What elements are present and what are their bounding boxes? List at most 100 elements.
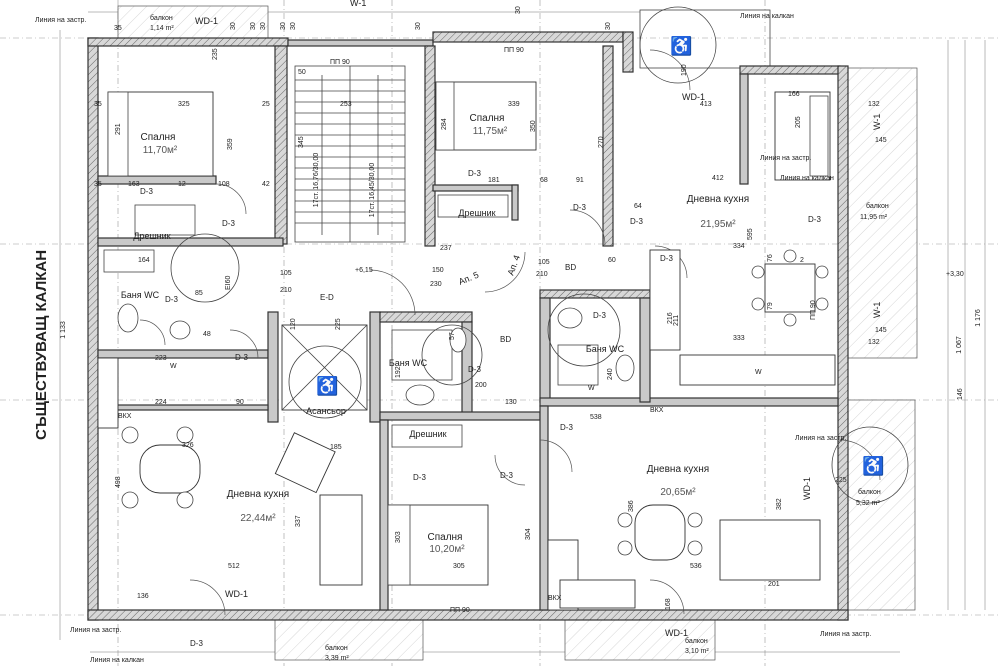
balconies (117, 5, 918, 661)
svg-text:30: 30 (605, 22, 612, 30)
svg-text:W-1: W-1 (872, 302, 882, 318)
svg-text:30: 30 (290, 22, 297, 30)
svg-text:балкон: балкон (325, 644, 348, 652)
svg-text:185: 185 (330, 444, 342, 451)
element-tags: D-3 D-3 D-3 D-3 D-3 D-3 D-3 D-3 D-3 D-3 … (35, 0, 882, 664)
room-name: Спалня (141, 132, 176, 143)
svg-text:W: W (588, 385, 595, 392)
svg-text:1 133: 1 133 (60, 321, 67, 339)
svg-text:210: 210 (280, 287, 292, 294)
svg-text:337: 337 (295, 515, 302, 527)
svg-text:WD-1: WD-1 (195, 16, 218, 26)
svg-text:30: 30 (280, 22, 287, 30)
svg-text:30: 30 (260, 22, 267, 30)
svg-text:216: 216 (667, 312, 674, 324)
svg-text:WD-1: WD-1 (225, 589, 248, 599)
svg-text:163: 163 (128, 181, 140, 188)
room-name: Дневна кухня (687, 194, 749, 205)
svg-text:Линия на застр.: Линия на застр. (795, 435, 846, 442)
svg-text:Ап. 5: Ап. 5 (457, 270, 480, 287)
svg-text:W: W (170, 363, 177, 370)
svg-text:D-3: D-3 (190, 639, 203, 648)
svg-text:512: 512 (228, 563, 240, 570)
room-area: 10,20м² (429, 544, 465, 555)
svg-text:334: 334 (733, 243, 745, 250)
svg-text:25: 25 (262, 101, 270, 108)
svg-text:D-3: D-3 (222, 219, 235, 228)
svg-text:EI60: EI60 (225, 275, 232, 290)
svg-text:42: 42 (262, 181, 270, 188)
svg-text:145: 145 (875, 327, 887, 334)
svg-text:270: 270 (598, 136, 605, 148)
svg-text:240: 240 (607, 368, 614, 380)
svg-text:1,14 m²: 1,14 m² (150, 25, 174, 32)
svg-text:68: 68 (540, 177, 548, 184)
svg-text:BD: BD (565, 263, 576, 272)
svg-text:150: 150 (432, 267, 444, 274)
svg-text:Линия на застр.: Линия на застр. (820, 631, 871, 638)
svg-text:W-1: W-1 (350, 0, 366, 8)
svg-text:D-3: D-3 (468, 365, 481, 374)
sofa-bottom-right (719, 519, 821, 581)
elevator-shaft (281, 324, 368, 411)
kitchen-top-right (649, 249, 681, 351)
svg-text:132: 132 (868, 339, 880, 346)
svg-text:230: 230 (430, 281, 442, 288)
svg-text:2: 2 (800, 257, 804, 264)
svg-text:595: 595 (747, 228, 754, 240)
svg-text:91: 91 (576, 177, 584, 184)
balcony-top-left (117, 5, 269, 39)
svg-text:30: 30 (415, 22, 422, 30)
dining-table-right (764, 263, 816, 313)
svg-text:48: 48 (203, 331, 211, 338)
staircase (294, 65, 406, 243)
svg-text:Линия на застр.: Линия на застр. (70, 627, 121, 634)
svg-text:D-3: D-3 (808, 215, 821, 224)
svg-text:350: 350 (530, 120, 537, 132)
existing-wall-label: СЪЩЕСТВУВАЩ КАЛКАН (33, 250, 50, 440)
svg-text:225: 225 (835, 477, 847, 484)
svg-text:ВКХ: ВКХ (118, 413, 132, 420)
svg-text:D-3: D-3 (140, 187, 153, 196)
room-name: Баня WC (121, 290, 160, 300)
svg-text:536: 536 (690, 563, 702, 570)
room-name: Спалня (428, 532, 463, 543)
svg-text:30: 30 (515, 6, 522, 14)
room-name: Дневна кухня (227, 489, 289, 500)
svg-text:284: 284 (441, 118, 448, 130)
svg-text:325: 325 (178, 101, 190, 108)
svg-text:D-3: D-3 (165, 295, 178, 304)
svg-text:64: 64 (634, 203, 642, 210)
svg-text:200: 200 (475, 382, 487, 389)
wheelchair-icon: ♿ (862, 455, 884, 476)
svg-text:ПП 90: ПП 90 (810, 300, 817, 320)
svg-text:35: 35 (114, 25, 122, 32)
room-name: Дрешник (133, 231, 170, 241)
svg-text:412: 412 (712, 175, 724, 182)
svg-text:223: 223 (155, 355, 167, 362)
svg-text:181: 181 (488, 177, 500, 184)
walls (87, 31, 849, 621)
room-name: Асансьор (306, 406, 346, 416)
svg-text:ПП 90: ПП 90 (504, 47, 524, 54)
room-name: Дрешник (409, 429, 446, 439)
room-area: 22,44м² (240, 513, 276, 524)
balcony-labels: балкон 1,14 m² балкон 11,95 m² балкон 5,… (150, 14, 889, 662)
svg-text:W: W (755, 369, 762, 376)
svg-text:35: 35 (94, 181, 102, 188)
svg-text:D-3: D-3 (560, 423, 573, 432)
furniture (97, 81, 836, 611)
kitchen-bottom-center (559, 579, 636, 609)
svg-text:30: 30 (230, 22, 237, 30)
svg-text:333: 333 (733, 335, 745, 342)
balcony-right-top (844, 67, 918, 359)
svg-text:WD-1: WD-1 (665, 628, 688, 638)
room-area: 20,65м² (660, 487, 696, 498)
svg-text:ПП 90: ПП 90 (330, 59, 350, 66)
svg-text:12: 12 (178, 181, 186, 188)
sofa-bottom-left (319, 494, 363, 586)
svg-text:ПП 90: ПП 90 (450, 607, 470, 614)
bathtub-left (103, 249, 155, 273)
wheelchair-icon: ♿ (670, 35, 692, 56)
svg-text:105: 105 (538, 259, 550, 266)
